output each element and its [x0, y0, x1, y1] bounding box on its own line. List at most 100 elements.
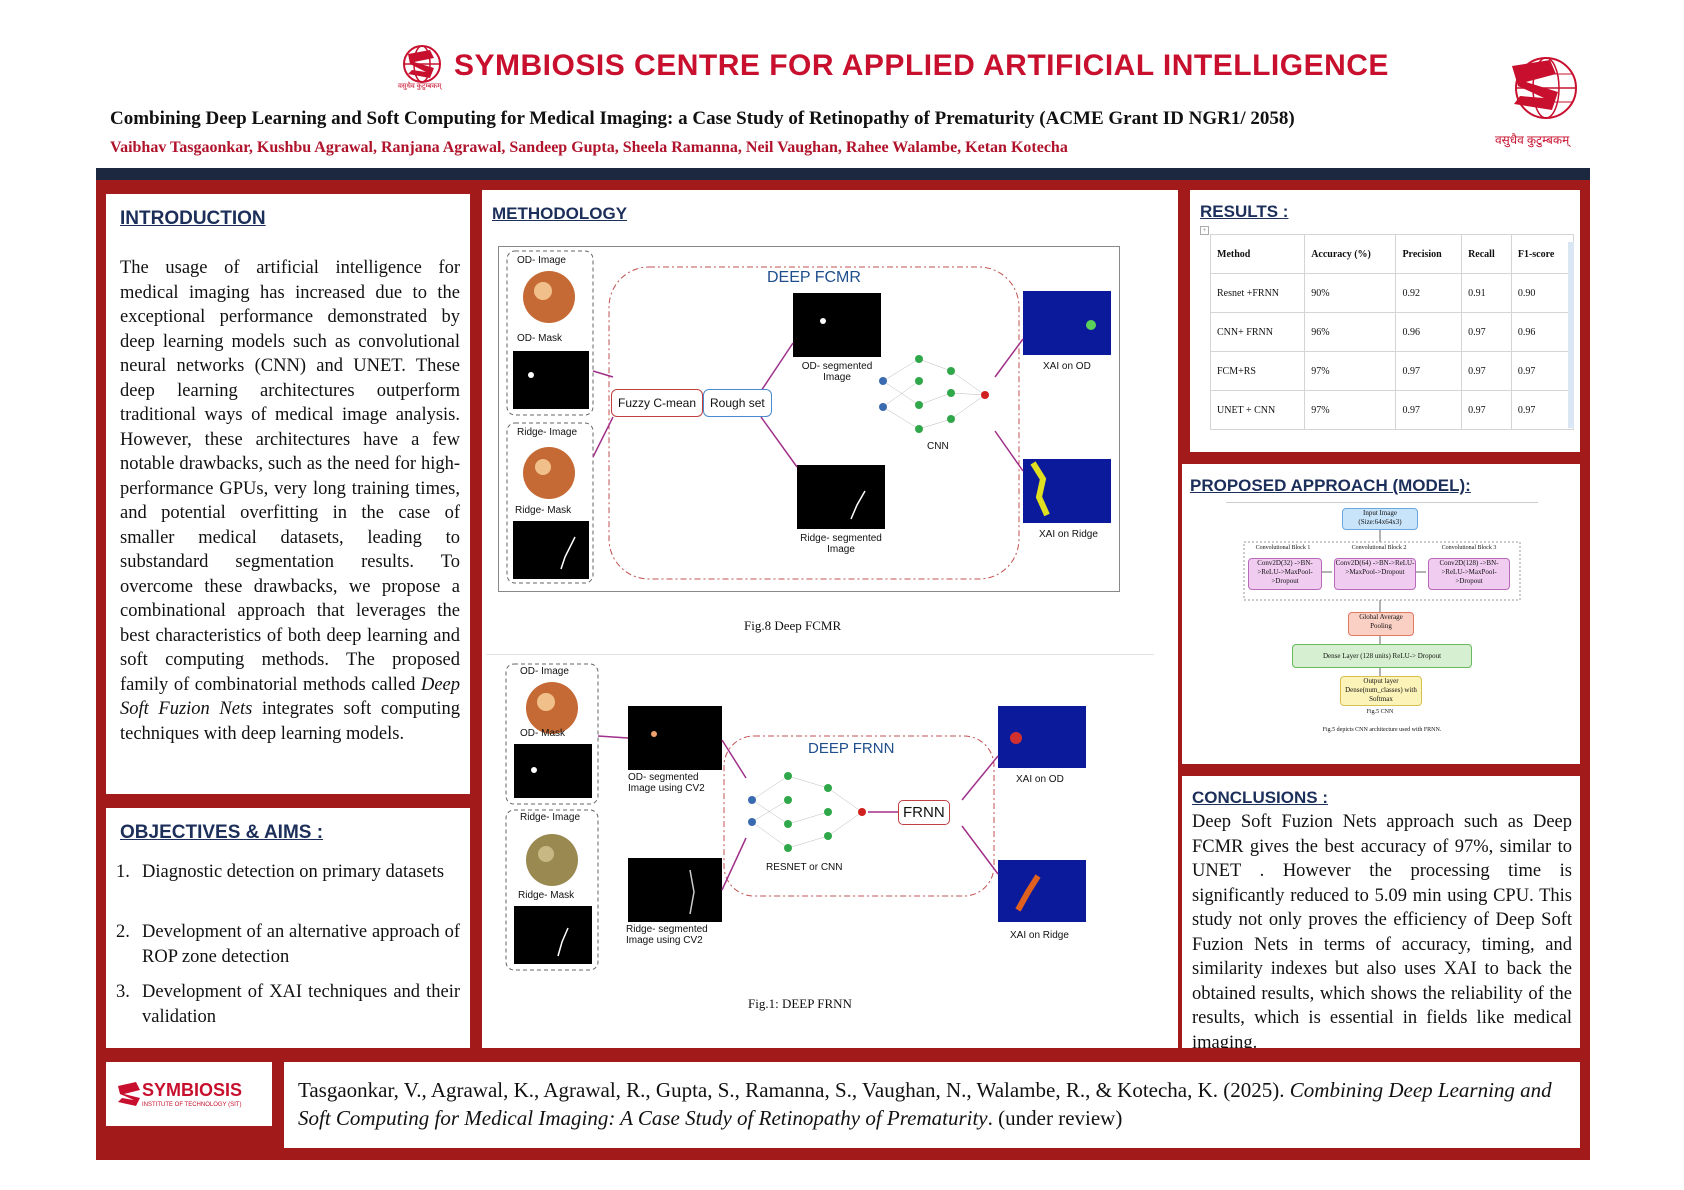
model-output-box: Output layer Dense(num_classes) with Sof… — [1340, 676, 1422, 706]
brand-name: SYMBIOSIS CENTRE FOR APPLIED ARTIFICIAL … — [454, 49, 1389, 82]
fig8-ridge-segmented-label: Ridge- segmented Image — [800, 533, 882, 555]
table-cell: 0.92 — [1395, 273, 1463, 313]
fig8-od-image-label: OD- Image — [517, 255, 566, 266]
table-header-row: Method Accuracy (%) Precision Recall F1-… — [1209, 234, 1575, 274]
table-cell: 0.97 — [1461, 312, 1512, 352]
model-fig-label: Fig.5 CNN — [1366, 709, 1394, 715]
table-cell: 0.97 — [1461, 390, 1512, 430]
sit-logo-icon — [118, 1082, 140, 1106]
header-divider-bar — [96, 168, 1590, 180]
objective-item: 2. Development of an alternative approac… — [116, 922, 460, 967]
fig8-ridge-mask-label: Ridge- Mask — [515, 505, 572, 516]
fig8-fuzzy-cmean-box: Fuzzy C-mean — [611, 389, 704, 417]
poster-title: Combining Deep Learning and Soft Computi… — [110, 108, 1295, 129]
fig8-xai-od-label: XAI on OD — [1043, 361, 1091, 372]
fig1-net-label: RESNET or CNN — [766, 862, 843, 873]
results-heading: RESULTS : — [1200, 202, 1289, 221]
model-heading: PROPOSED APPROACH (MODEL): — [1190, 476, 1471, 495]
table-move-handle-icon: + — [1200, 226, 1209, 235]
symbiosis-globe-logo-icon — [1512, 57, 1577, 119]
model-rule — [1226, 502, 1538, 503]
model-caption: Fig.5 depicts CNN architecture used with… — [1322, 727, 1442, 733]
table-cell: 0.97 — [1461, 351, 1512, 391]
table-row: FCM+RS 97% 0.97 0.97 0.97 — [1209, 351, 1575, 391]
table-header-cell: Precision — [1395, 234, 1463, 274]
fig1-title: DEEP FRNN — [808, 740, 895, 757]
fig8-deep-fcmr: OD- Image OD- Mask Ridge- Image Ridge- M… — [498, 246, 1120, 592]
fig1-diagram — [505, 663, 1086, 971]
table-scrollbar[interactable] — [1568, 242, 1574, 428]
table-header-cell: F1-score — [1510, 234, 1575, 274]
table-row: Resnet +FRNN 90% 0.92 0.91 0.90 — [1209, 273, 1575, 313]
fig8-cnn-label: CNN — [927, 441, 949, 452]
table-row: UNET + CNN 97% 0.97 0.97 0.97 — [1209, 390, 1575, 430]
fig8-od-segmented-label: OD- segmented Image — [801, 361, 873, 383]
corner-tagline: वसुधैव कुटुम्बकम् — [1495, 133, 1570, 147]
table-header-cell: Method — [1209, 234, 1306, 274]
model-gap-box: Global Average Pooling — [1348, 612, 1414, 636]
model-block1-box: Conv2D(32) ->BN->ReLU->MaxPool->Dropout — [1248, 558, 1322, 590]
results-panel: RESULTS : + Method Accuracy (%) Precisio… — [1190, 190, 1580, 452]
table-header-cell: Accuracy (%) — [1304, 234, 1397, 274]
table-cell: UNET + CNN — [1209, 390, 1306, 430]
objectives-heading: OBJECTIVES & AIMS : — [120, 822, 324, 843]
introduction-text: The usage of artificial intelligence for… — [120, 258, 461, 744]
fig8-ridge-image-label: Ridge- Image — [517, 427, 578, 438]
conclusions-heading: CONCLUSIONS : — [1192, 788, 1328, 807]
introduction-panel: INTRODUCTION The usage of artificial int… — [106, 194, 470, 794]
fig1-ridge-segmented-label: Ridge- segmented Image using CV2 — [626, 924, 708, 946]
footer-logo: SYMBIOSIS INSTITUTE OF TECHNOLOGY (SIT) — [106, 1062, 272, 1126]
table-cell: 90% — [1304, 273, 1397, 313]
table-cell: 0.97 — [1395, 351, 1463, 391]
model-block1-label: Convolutional Block 1 — [1255, 545, 1311, 551]
introduction-heading: INTRODUCTION — [120, 208, 266, 229]
fig8-diagram — [506, 250, 1111, 584]
footer-logo-name: SYMBIOSIS — [142, 1080, 243, 1100]
fig8-title: DEEP FCMR — [767, 269, 861, 286]
fig1-od-segmented-label: OD- segmented Image using CV2 — [628, 772, 705, 794]
model-panel: PROPOSED APPROACH (MODEL): Input Image (… — [1182, 464, 1580, 764]
symbiosis-logo-icon — [403, 45, 441, 83]
methodology-panel: METHODOLOGY — [482, 190, 1178, 1048]
table-cell: 96% — [1304, 312, 1397, 352]
conclusions-text: Deep Soft Fuzion Nets approach such as D… — [1192, 812, 1572, 1048]
fig1-frnn-box: FRNN — [898, 800, 950, 825]
fig1-od-image-label: OD- Image — [520, 666, 569, 677]
brand-tagline: वसुधैव कुटुम्बकम् — [398, 82, 442, 90]
model-input-box: Input Image (Size:64x64x3) — [1342, 508, 1418, 530]
model-block3-label: Convolutional Block 3 — [1441, 545, 1497, 551]
table-cell: 0.96 — [1510, 312, 1575, 352]
model-block3-box: Conv2D(128) ->BN->ReLU->MaxPool->Dropout — [1428, 558, 1510, 590]
footer-citation: Tasgaonkar, V., Agrawal, K., Agrawal, R.… — [284, 1062, 1580, 1148]
fig1-deep-frnn: OD- Image OD- Mask Ridge- Image Ridge- M… — [498, 660, 1118, 980]
poster-authors: Vaibhav Tasgaonkar, Kushbu Agrawal, Ranj… — [110, 139, 1068, 156]
fig1-od-mask-label: OD- Mask — [520, 728, 565, 739]
table-cell: FCM+RS — [1209, 351, 1306, 391]
objective-item: 1. Diagnostic detection on primary datas… — [116, 862, 445, 882]
fig8-rough-set-box: Rough set — [703, 389, 772, 417]
table-cell: 97% — [1304, 390, 1397, 430]
table-cell: 0.90 — [1510, 273, 1575, 313]
brand-header: SYMBIOSIS CENTRE FOR APPLIED ARTIFICIAL … — [400, 40, 1389, 92]
fig1-xai-od-label: XAI on OD — [1016, 774, 1064, 785]
footer-logo-subtitle: INSTITUTE OF TECHNOLOGY (SIT) — [142, 1102, 242, 1108]
table-cell: CNN+ FRNN — [1209, 312, 1306, 352]
results-table: Method Accuracy (%) Precision Recall F1-… — [1209, 234, 1575, 430]
fig8-xai-ridge-label: XAI on Ridge — [1039, 529, 1098, 540]
model-block2-label: Convolutional Block 2 — [1351, 545, 1407, 551]
objectives-panel: OBJECTIVES & AIMS : 1. Diagnostic detect… — [106, 808, 470, 1048]
fig1-caption: Fig.1: DEEP FRNN — [748, 996, 852, 1011]
fig8-caption: Fig.8 Deep FCMR — [744, 618, 842, 633]
citation-text: Tasgaonkar, V., Agrawal, K., Agrawal, R.… — [298, 1078, 1552, 1130]
table-row: CNN+ FRNN 96% 0.96 0.97 0.96 — [1209, 312, 1575, 352]
fig1-ridge-image-label: Ridge- Image — [520, 812, 581, 823]
table-cell: 97% — [1304, 351, 1397, 391]
table-cell: 0.97 — [1510, 390, 1575, 430]
model-connectors — [1243, 528, 1521, 676]
conclusions-panel: CONCLUSIONS : Deep Soft Fuzion Nets appr… — [1182, 776, 1580, 1048]
table-cell: 0.97 — [1510, 351, 1575, 391]
model-dense-box: Dense Layer (128 units) ReLU-> Dropout — [1292, 644, 1472, 668]
model-block2-box: Conv2D(64) ->BN->ReLU->MaxPool->Dropout — [1334, 558, 1416, 590]
table-header-cell: Recall — [1461, 234, 1512, 274]
fig8-od-mask-label: OD- Mask — [517, 333, 562, 344]
